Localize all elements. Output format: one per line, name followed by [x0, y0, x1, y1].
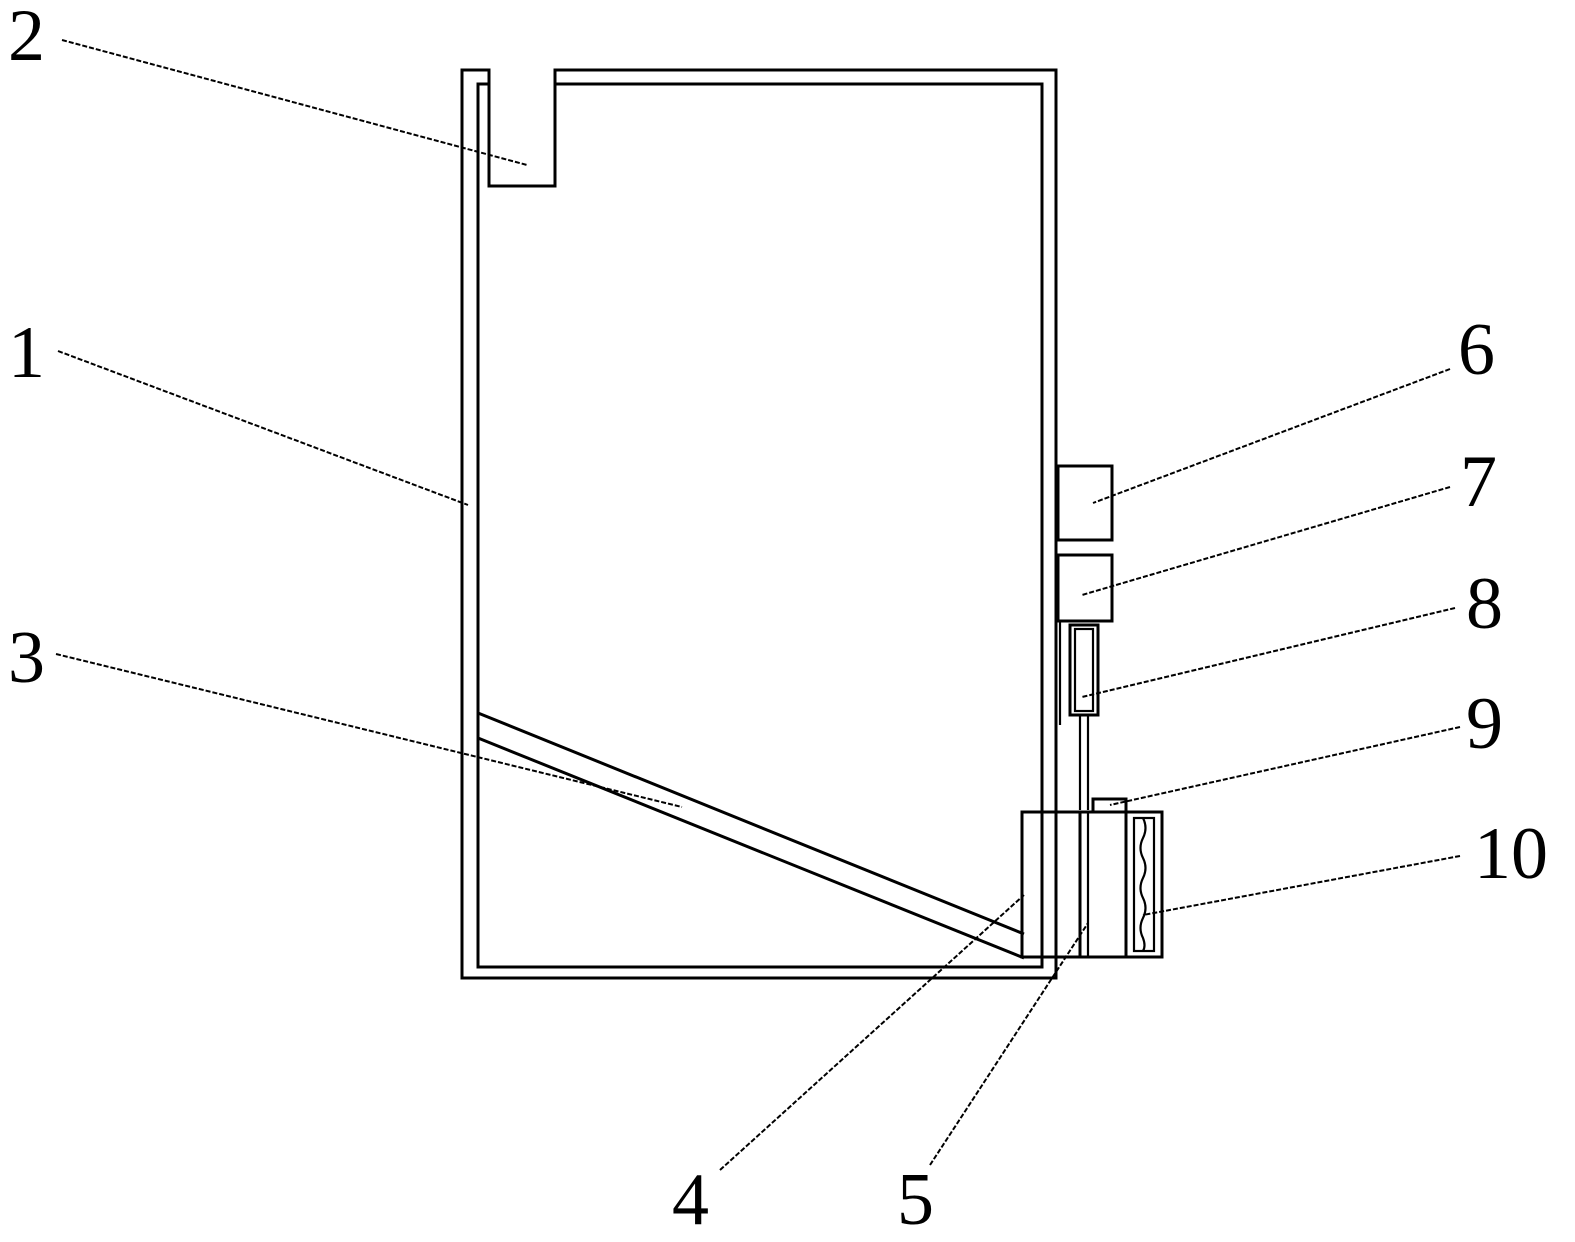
leader-8: [1081, 607, 1456, 698]
tank-body: [460, 68, 1058, 980]
leader-1: [57, 350, 469, 506]
label-9: 9: [1466, 683, 1503, 765]
box-7: [1056, 553, 1114, 623]
label-5: 5: [897, 1159, 934, 1241]
label-2: 2: [8, 0, 45, 77]
cap-9: [1091, 797, 1128, 814]
rod-housing-8: [1068, 623, 1100, 717]
leader-4: [719, 894, 1025, 1171]
inlet-notch: [487, 70, 557, 188]
tank-inner-wall: [476, 82, 1044, 969]
leader-lines: [55, 39, 1461, 1171]
reference-numerals: 2 1 3 4 5 6 7 8 9 10: [8, 0, 1548, 1241]
sloped-plate: [477, 711, 1025, 960]
label-1: 1: [8, 312, 45, 394]
leader-6: [1092, 368, 1451, 504]
box-6: [1056, 464, 1114, 542]
leader-10: [1142, 855, 1461, 916]
leader-5: [929, 922, 1089, 1166]
label-3: 3: [8, 617, 45, 699]
leader-7: [1081, 486, 1451, 596]
label-4: 4: [672, 1159, 709, 1241]
label-10: 10: [1474, 813, 1548, 895]
housing-block-10: [1124, 810, 1164, 959]
label-7: 7: [1460, 441, 1497, 523]
wavy-element-10: [1139, 817, 1147, 952]
leader-9: [1109, 726, 1461, 806]
leader-2: [61, 39, 528, 166]
label-8: 8: [1466, 563, 1503, 645]
tank-outer-wall: [460, 68, 1058, 980]
lower-housing: [1020, 797, 1164, 959]
label-6: 6: [1458, 309, 1495, 391]
housing-block-4: [1020, 810, 1082, 959]
side-components: [1056, 464, 1114, 810]
leader-3: [55, 653, 683, 808]
